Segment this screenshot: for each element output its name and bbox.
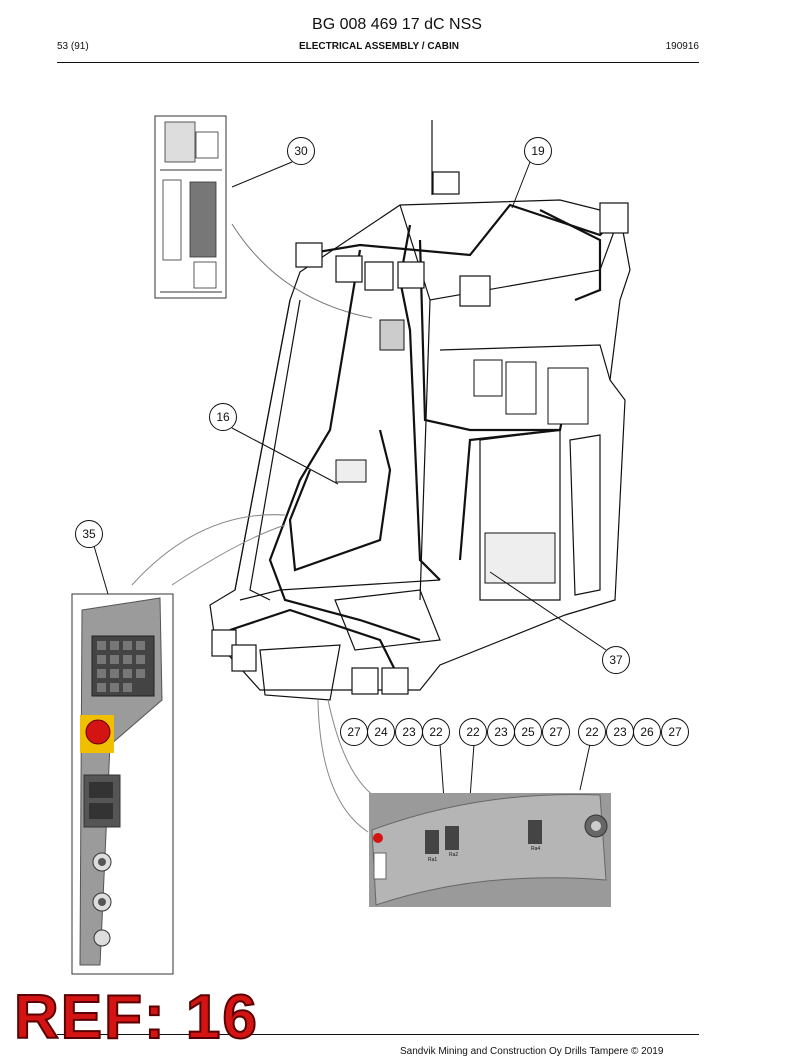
panel-label-ra1: Ra1 — [428, 857, 438, 863]
callout-row2-item: 23 — [487, 718, 515, 746]
callout-row1-item: 27 — [340, 718, 368, 746]
control-units — [335, 319, 589, 584]
callout-row2-item: 27 — [542, 718, 570, 746]
callout-row2-item: 22 — [459, 718, 487, 746]
callout-row3-item: 22 — [578, 718, 606, 746]
header-divider — [57, 62, 699, 63]
cabin-frame — [209, 120, 631, 701]
callout-37: 37 — [602, 646, 630, 674]
callout-row3-item: 23 — [606, 718, 634, 746]
panel-label-ra2: Ra2 — [449, 852, 459, 858]
callout-16: 16 — [209, 403, 237, 431]
callout-row1-item: 24 — [367, 718, 395, 746]
callout-row3-item: 27 — [661, 718, 689, 746]
callout-19: 19 — [524, 137, 552, 165]
callout-row1-item: 23 — [395, 718, 423, 746]
document-title: BG 008 469 17 dC NSS — [312, 16, 482, 33]
callout-30: 30 — [287, 137, 315, 165]
callout-row3-item: 26 — [633, 718, 661, 746]
wiring-harness — [229, 203, 621, 681]
left-control-panel — [71, 593, 174, 975]
section-title: ELECTRICAL ASSEMBLY / CABIN — [298, 41, 460, 52]
ref-stamp: REF: 16 — [13, 982, 259, 1053]
date-code: 190916 — [665, 41, 699, 52]
page-number: 53 (91) — [57, 41, 89, 52]
footer-copyright: Sandvik Mining and Construction Oy Drill… — [400, 1046, 664, 1057]
leader-lines — [93, 161, 607, 801]
footer-divider — [57, 1034, 699, 1035]
panel-label-ra4: Ra4 — [531, 846, 541, 852]
callout-row2-item: 25 — [514, 718, 542, 746]
work-lights — [211, 171, 629, 695]
callout-35: 35 — [75, 520, 103, 548]
callout-row1-item: 22 — [422, 718, 450, 746]
dashboard-panel-photo — [369, 793, 611, 907]
fuse-panel-inset — [154, 115, 227, 299]
